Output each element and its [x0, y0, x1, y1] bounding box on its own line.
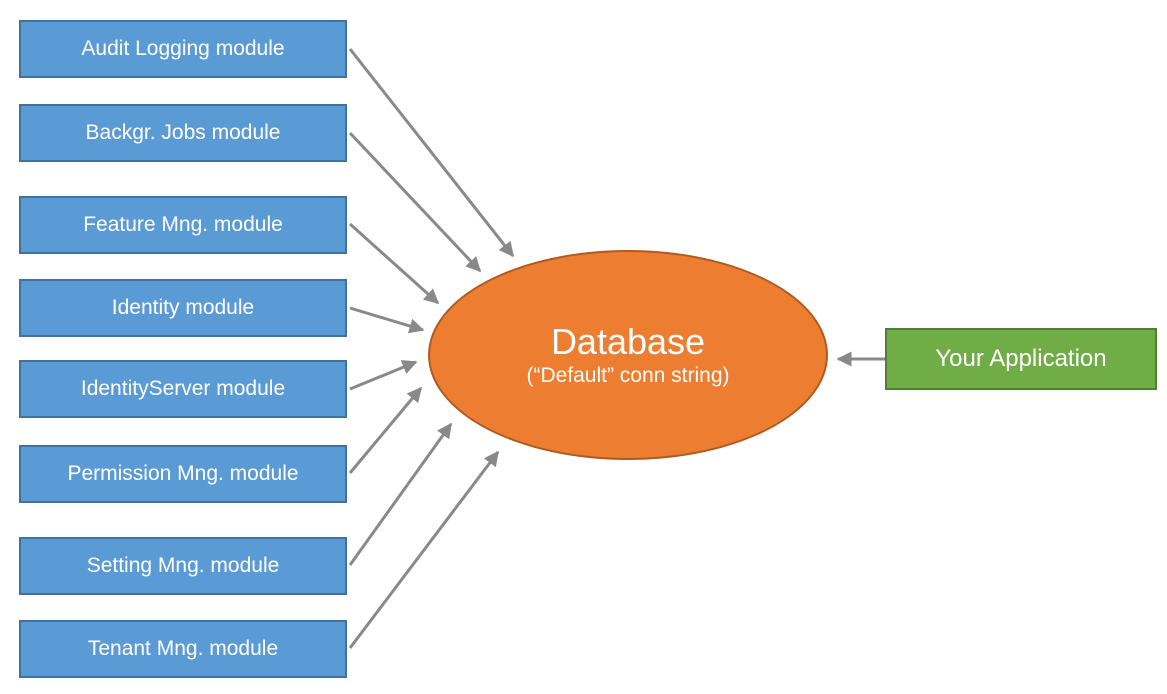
- module-box-identity: Identity module: [19, 279, 347, 337]
- module-label: Audit Logging module: [81, 37, 285, 60]
- module-box-backgr-jobs: Backgr. Jobs module: [19, 104, 347, 162]
- application-box: Your Application: [885, 328, 1157, 390]
- module-label: Tenant Mng. module: [87, 637, 279, 660]
- module-label: Feature Mng. module: [83, 213, 283, 236]
- module-box-tenant-mng: Tenant Mng. module: [19, 620, 347, 678]
- module-box-audit-logging: Audit Logging module: [19, 20, 347, 78]
- arrow-permission-mng-to-database: [348, 386, 423, 474]
- module-box-feature-mng: Feature Mng. module: [19, 196, 347, 254]
- arrow-feature-mng-to-database: [348, 222, 440, 305]
- arrow-identityserver-to-database: [349, 360, 418, 391]
- arrow-tenant-mng-to-database: [348, 450, 500, 649]
- arrow-identity-to-database: [349, 306, 425, 334]
- arrow-setting-mng-to-database: [348, 422, 453, 566]
- arrow-backgr-jobs-to-database: [348, 131, 482, 273]
- module-label: IdentityServer module: [80, 377, 286, 400]
- module-box-identityserver: IdentityServer module: [19, 360, 347, 418]
- arrow-audit-logging-to-database: [348, 48, 515, 258]
- module-label: Backgr. Jobs module: [85, 121, 281, 144]
- database-subtitle: (“Default” conn string): [526, 364, 730, 388]
- database-title: Database: [550, 320, 706, 362]
- module-label: Setting Mng. module: [86, 554, 280, 577]
- application-label: Your Application: [935, 345, 1107, 372]
- module-box-setting-mng: Setting Mng. module: [19, 537, 347, 595]
- module-box-permission-mng: Permission Mng. module: [19, 445, 347, 503]
- module-label: Identity module: [111, 296, 255, 319]
- database-ellipse: Database (“Default” conn string): [428, 250, 828, 460]
- module-label: Permission Mng. module: [67, 462, 299, 485]
